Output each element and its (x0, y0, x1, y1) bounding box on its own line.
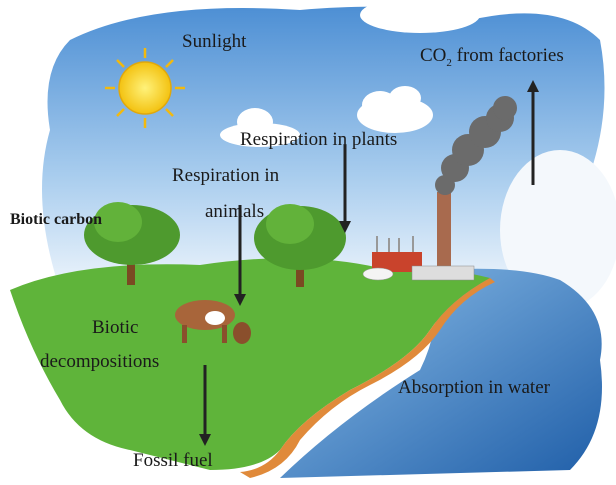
arrows (199, 80, 539, 446)
tree-right (254, 204, 346, 287)
sky (42, 6, 605, 291)
label-respiration-animals-line2: animals (205, 201, 265, 222)
shore (240, 278, 495, 478)
co2-subscript: 2 (446, 56, 452, 69)
label-biotic-carbon: Biotic carbon (10, 211, 102, 228)
smoke (435, 96, 517, 195)
label-absorption-water: Absorption in water (398, 377, 550, 398)
label-respiration-plants: Respiration in plants (240, 129, 398, 150)
label-sunlight: Sunlight (182, 31, 247, 52)
tree-left (84, 202, 180, 285)
label-co2-from-factories: CO2 from factories (420, 46, 564, 69)
label-biotic-decomp-line2: decompositions (40, 351, 160, 372)
land (10, 258, 490, 470)
label-biotic-decomp-line1: Biotic (92, 317, 139, 338)
factory (362, 192, 475, 281)
cow (175, 300, 251, 344)
label-respiration-animals-line1: Respiration in (172, 165, 280, 186)
clouds (220, 0, 616, 310)
sun-icon (105, 48, 185, 128)
water (280, 268, 602, 478)
co2-prefix: CO (420, 45, 447, 66)
label-fossil-fuel: Fossil fuel (133, 450, 213, 471)
co2-suffix: from factories (451, 45, 564, 66)
